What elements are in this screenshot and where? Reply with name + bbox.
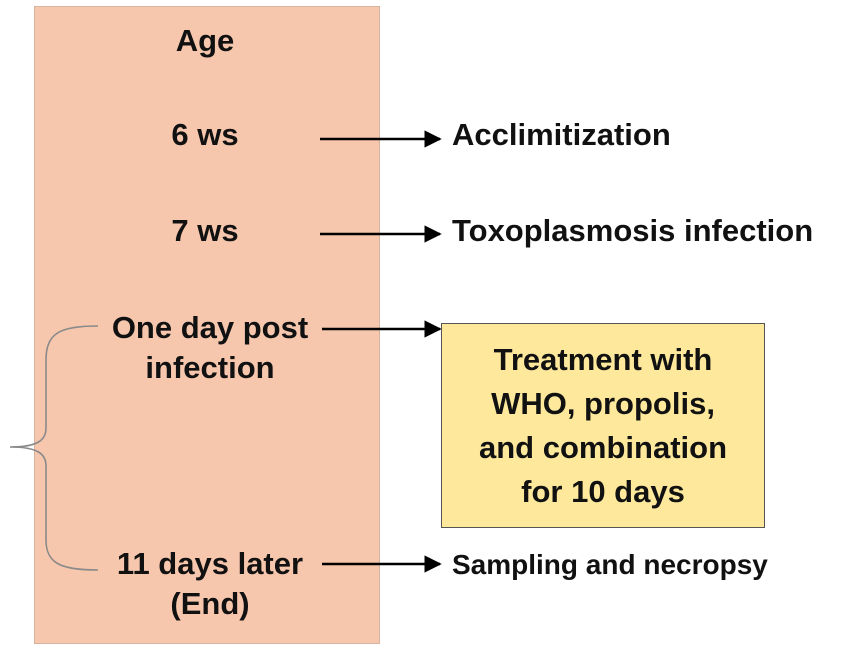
- treatment-text: Treatment with WHO, propolis, and combin…: [479, 341, 727, 509]
- age-7-weeks: 7 ws: [171, 213, 239, 248]
- age-11-days-later: 11 days later (End): [116, 546, 304, 621]
- brace-icon: [9, 325, 99, 571]
- age-6-weeks: 6 ws: [171, 117, 239, 152]
- event-toxoplasmosis-infection: Toxoplasmosis infection: [452, 213, 814, 248]
- age-header: Age: [175, 23, 235, 58]
- age-column: [34, 6, 380, 644]
- event-sampling-necropsy: Sampling and necropsy: [452, 549, 768, 580]
- event-acclimitization: Acclimitization: [452, 117, 671, 152]
- age-one-day-post-infection: One day post infection: [111, 310, 309, 385]
- treatment-box: Treatment with WHO, propolis, and combin…: [441, 323, 765, 528]
